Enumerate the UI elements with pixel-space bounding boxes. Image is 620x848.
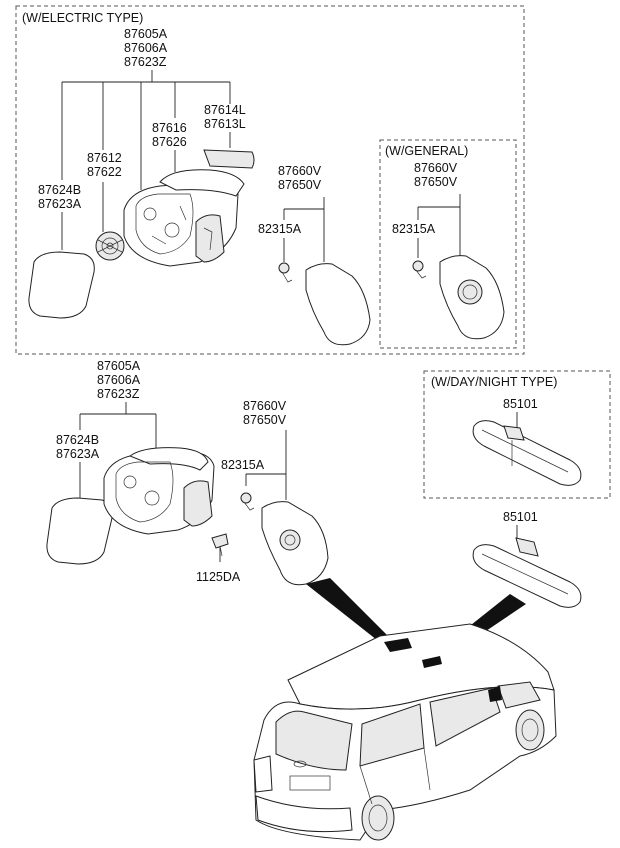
electric-trim-label: 87660V 87650V [278,164,322,192]
svg-text:87605A: 87605A [97,359,141,373]
electric-type-title: (W/ELECTRIC TYPE) [22,11,143,25]
manual-screw [240,492,255,511]
svg-text:87606A: 87606A [97,373,141,387]
day-night-mirror-label: 85101 [503,397,538,411]
electric-actuator-label: 87612 87622 [87,151,122,179]
svg-text:87613L: 87613L [204,117,246,131]
day-night-type-box [423,370,611,499]
general-leader-lines [417,194,461,258]
manual-leader-lines [79,402,287,562]
electric-housing-label: 87616 87626 [152,121,187,149]
electric-screw [278,262,293,283]
day-night-inside-mirror [472,420,582,486]
electric-glass-label: 87624B 87623A [38,183,82,211]
general-screw-label: 82315A [392,222,436,236]
standard-mirror-label: 85101 [503,510,538,524]
side-mirror-pointer [306,578,392,644]
electric-leader-lines [61,70,325,262]
manual-glass-label: 87624B 87623A [56,433,100,461]
general-screw [412,260,427,279]
general-type-box [379,139,517,349]
car-illustration [253,623,557,841]
electric-mirror-glass [28,251,95,319]
svg-text:87650V: 87650V [278,178,322,192]
manual-mirror-assy-label: 87605A 87606A 87623Z [97,359,141,401]
svg-text:87623Z: 87623Z [124,55,167,69]
svg-text:87623A: 87623A [56,447,100,461]
electric-actuator [95,231,125,261]
manual-screw-label: 82315A [221,458,265,472]
electric-type-box [15,5,525,355]
svg-text:87623Z: 87623Z [97,387,140,401]
svg-text:87660V: 87660V [278,164,322,178]
manual-mirror-glass [46,497,113,565]
svg-text:87624B: 87624B [38,183,81,197]
svg-text:87622: 87622 [87,165,122,179]
svg-text:87650V: 87650V [243,413,287,427]
svg-text:87626: 87626 [152,135,187,149]
manual-trim-label: 87660V 87650V [243,399,287,427]
manual-bolt-label: 1125DA [196,570,241,584]
svg-text:87623A: 87623A [38,197,82,211]
svg-text:87605A: 87605A [124,27,168,41]
svg-text:87614L: 87614L [204,103,246,117]
day-night-type-title: (W/DAY/NIGHT TYPE) [431,375,557,389]
electric-mirror-cover [159,169,245,197]
electric-mirror-assy-label: 87605A 87606A 87623Z [124,27,168,69]
svg-text:87650V: 87650V [414,175,458,189]
svg-text:87624B: 87624B [56,433,99,447]
general-type-title: (W/GENERAL) [385,144,468,158]
electric-inner-trim [305,263,371,346]
electric-mirror-housing [123,181,239,267]
general-inner-trim [439,255,505,340]
manual-mirror-housing [103,447,215,535]
manual-bolt [211,533,229,557]
electric-screw-label: 82315A [258,222,302,236]
standard-inside-mirror [472,537,582,608]
manual-inner-trim [261,501,329,586]
svg-text:87616: 87616 [152,121,187,135]
svg-text:87612: 87612 [87,151,122,165]
electric-cover-label: 87614L 87613L [204,103,246,131]
svg-text:87606A: 87606A [124,41,168,55]
svg-text:87660V: 87660V [414,161,458,175]
svg-text:87660V: 87660V [243,399,287,413]
electric-cover-trim [203,149,255,169]
general-trim-label: 87660V 87650V [414,161,458,189]
